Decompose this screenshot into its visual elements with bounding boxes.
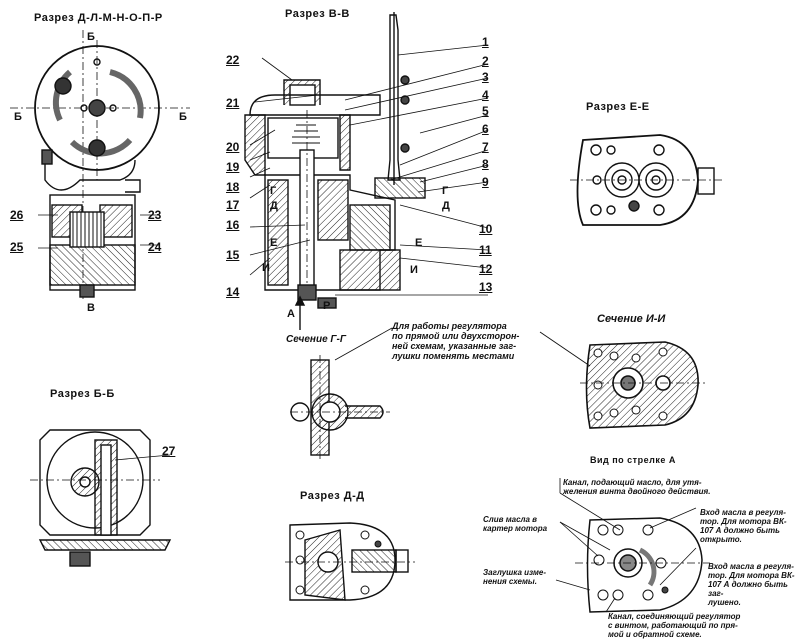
part-number: 12 <box>479 262 493 276</box>
cut-marker-v-bottom: В <box>87 302 95 314</box>
note-oil-inlet-open: Вход масла в регуля- тор. Для мотора ВК-… <box>700 508 787 544</box>
part-number: 14 <box>226 285 240 299</box>
cut-marker-b-top: Б <box>87 31 95 43</box>
arrow-a-label: А <box>287 308 295 320</box>
part-number: 7 <box>482 140 489 154</box>
part-number: 24 <box>148 240 162 254</box>
note-channel-feed: Канал, подающий масло, для утя- желения … <box>563 478 711 496</box>
title-section-e: Разрез Е-Е <box>586 101 650 113</box>
note-plug-swap: Для работы регулятора по прямой или двух… <box>392 321 520 361</box>
cut-marker-e-left: Е <box>270 237 278 249</box>
section-e-view <box>570 134 725 226</box>
part-number: 21 <box>226 96 240 110</box>
section-b-view <box>30 429 172 567</box>
part-number: 8 <box>482 157 489 171</box>
view-a <box>555 478 710 613</box>
cut-marker-g-left: Г <box>270 185 277 197</box>
part-number: 16 <box>226 218 240 232</box>
main-section-view <box>10 30 190 300</box>
part-number: 1 <box>482 35 489 49</box>
part-number: 4 <box>482 88 489 102</box>
title-view-a: Вид по стрелке А <box>590 455 676 465</box>
section-d-view <box>285 522 415 601</box>
part-number: 22 <box>226 53 240 67</box>
cut-marker-b-right: Б <box>179 111 187 123</box>
note-oil-drain: Слив масла в картер мотора <box>483 515 548 533</box>
part-number: 18 <box>226 180 240 194</box>
note-channel-connect: Канал, соединяющий регулятор с винтом, р… <box>608 612 741 639</box>
part-number: 13 <box>479 280 493 294</box>
part-number: 23 <box>148 208 162 222</box>
cut-marker-d-left: Д <box>270 200 278 212</box>
part-number: 5 <box>482 104 489 118</box>
section-g-view <box>290 327 393 460</box>
title-section-g: Сечение Г-Г <box>286 334 347 345</box>
cut-marker-b-left: Б <box>14 111 22 123</box>
note-plug-change: Заглушка изме- нения схемы. <box>483 568 547 586</box>
title-main-section: Разрез Д-Л-М-Н-О-П-Р <box>34 12 163 24</box>
part-number: 10 <box>479 222 493 236</box>
part-number: 3 <box>482 70 489 84</box>
title-section-v: Разрез В-В <box>285 8 350 20</box>
title-section-b: Разрез Б-Б <box>50 388 115 400</box>
title-section-d: Разрез Д-Д <box>300 490 365 502</box>
part-number: 11 <box>479 243 492 257</box>
cut-marker-d-right: Д <box>442 200 450 212</box>
section-v-view <box>244 12 426 330</box>
part-number: 2 <box>482 54 489 68</box>
part-number: 25 <box>10 240 24 254</box>
part-number: 15 <box>226 248 240 262</box>
title-section-i: Сечение И-И <box>597 313 666 325</box>
leader-lines <box>38 44 489 461</box>
part-number: 17 <box>226 198 240 212</box>
part-number: 9 <box>482 175 489 189</box>
cut-marker-e-right: Е <box>415 237 423 249</box>
note-oil-inlet-plugged: Вход масла в регуля- тор. Для мотора ВК-… <box>708 562 795 607</box>
section-i-view <box>539 331 705 429</box>
part-number: 6 <box>482 122 489 136</box>
cut-marker-g-right: Г <box>442 185 449 197</box>
p-marker: Р <box>323 300 331 312</box>
part-number: 26 <box>10 208 24 222</box>
part-number: 20 <box>226 140 240 154</box>
cut-marker-i-right: И <box>410 264 418 276</box>
part-number: 27 <box>162 444 176 458</box>
part-number: 19 <box>226 160 240 174</box>
cut-marker-i-left: И <box>262 262 270 274</box>
